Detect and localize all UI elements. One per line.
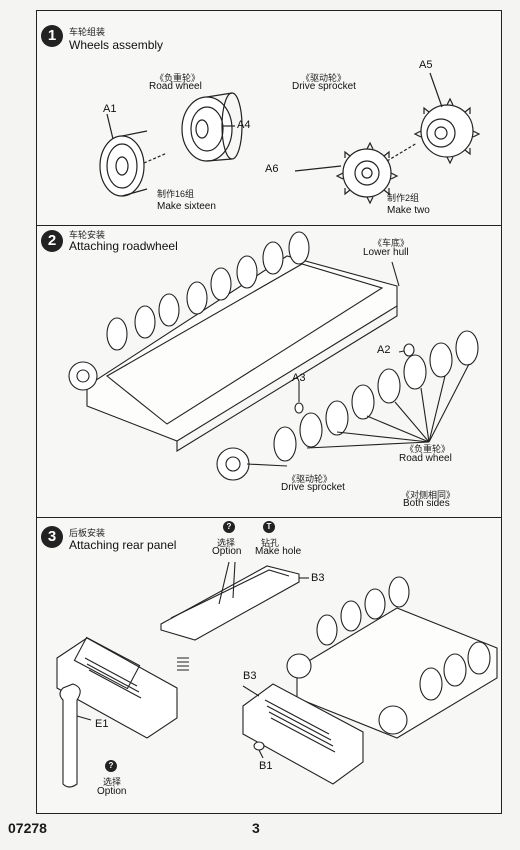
part-a3-label: A3 — [292, 372, 306, 384]
part-e1-label: E1 — [95, 718, 109, 730]
wheels-assembly-drawing — [99, 72, 481, 205]
part-a6-label: A6 — [265, 163, 279, 175]
hull-roadwheel-drawing — [68, 231, 479, 481]
step-2-panel: 2 车轮安装 Attaching roadwheel — [36, 226, 502, 518]
part-a4-label: A4 — [237, 119, 251, 131]
step-title-cn: 车轮安装 — [69, 230, 106, 240]
page-number: 3 — [252, 820, 260, 836]
drive-sprocket-label-cn: 《驱动轮》 — [287, 474, 333, 484]
road-wheel-label-en: Road wheel — [149, 81, 202, 92]
make-sixteen-cn: 制作16组 — [157, 189, 195, 199]
part-a5-label: A5 — [419, 59, 433, 71]
option-icon: ? — [223, 521, 235, 533]
option-label-cn: 选择 — [217, 538, 236, 548]
option-label-en: Option — [212, 546, 242, 557]
road-wheel-label-cn: 《负重轮》 — [405, 444, 451, 454]
part-b3-upper-label: B3 — [311, 572, 325, 584]
option2-label-cn: 选择 — [103, 777, 122, 787]
make-hole-label-cn: 钻孔 — [261, 538, 280, 548]
step-number-badge: 2 — [41, 230, 63, 252]
step-title-en: Attaching rear panel — [69, 538, 177, 552]
drill-icon: T — [263, 521, 275, 533]
drive-sprocket-label-en: Drive sprocket — [281, 482, 345, 493]
part-a1-label: A1 — [103, 103, 117, 115]
step-title-cn: 车轮组装 — [69, 27, 106, 37]
part-b1-label: B1 — [259, 760, 273, 772]
make-sixteen-en: Make sixteen — [157, 201, 216, 212]
lower-hull-label-en: Lower hull — [363, 247, 409, 258]
kit-code: 07278 — [8, 820, 47, 836]
road-wheel-label-en: Road wheel — [399, 453, 452, 464]
step-number-badge: 3 — [41, 526, 63, 548]
both-sides-label-en: Both sides — [403, 498, 450, 509]
road-wheel-label-cn: 《负重轮》 — [155, 73, 201, 83]
both-sides-label-cn: 《对侧相同》 — [401, 490, 456, 500]
lower-hull-label-cn: 《车底》 — [373, 238, 410, 248]
step-title-en: Wheels assembly — [69, 38, 164, 52]
make-two-en: Make two — [387, 205, 430, 216]
step-3-panel: 3 后板安装 Attaching rear panel ? T 选择 Optio… — [36, 518, 502, 814]
drive-sprocket-label-en: Drive sprocket — [292, 81, 356, 92]
make-hole-label-en: Make hole — [255, 546, 302, 557]
option2-label-en: Option — [97, 786, 127, 797]
drive-sprocket-label-cn: 《驱动轮》 — [301, 73, 347, 83]
option-icon: ? — [105, 760, 117, 772]
make-two-cn: 制作2组 — [387, 193, 420, 203]
step-title-cn: 后板安装 — [69, 528, 106, 538]
part-a2-label: A2 — [377, 344, 391, 356]
step-title-en: Attaching roadwheel — [69, 239, 178, 253]
part-b3-lower-label: B3 — [243, 670, 257, 682]
step-1-panel: 1 车轮组装 Wheels assembly — [36, 10, 502, 226]
rear-panel-drawing — [56, 561, 498, 788]
step-number-badge: 1 — [41, 25, 63, 47]
